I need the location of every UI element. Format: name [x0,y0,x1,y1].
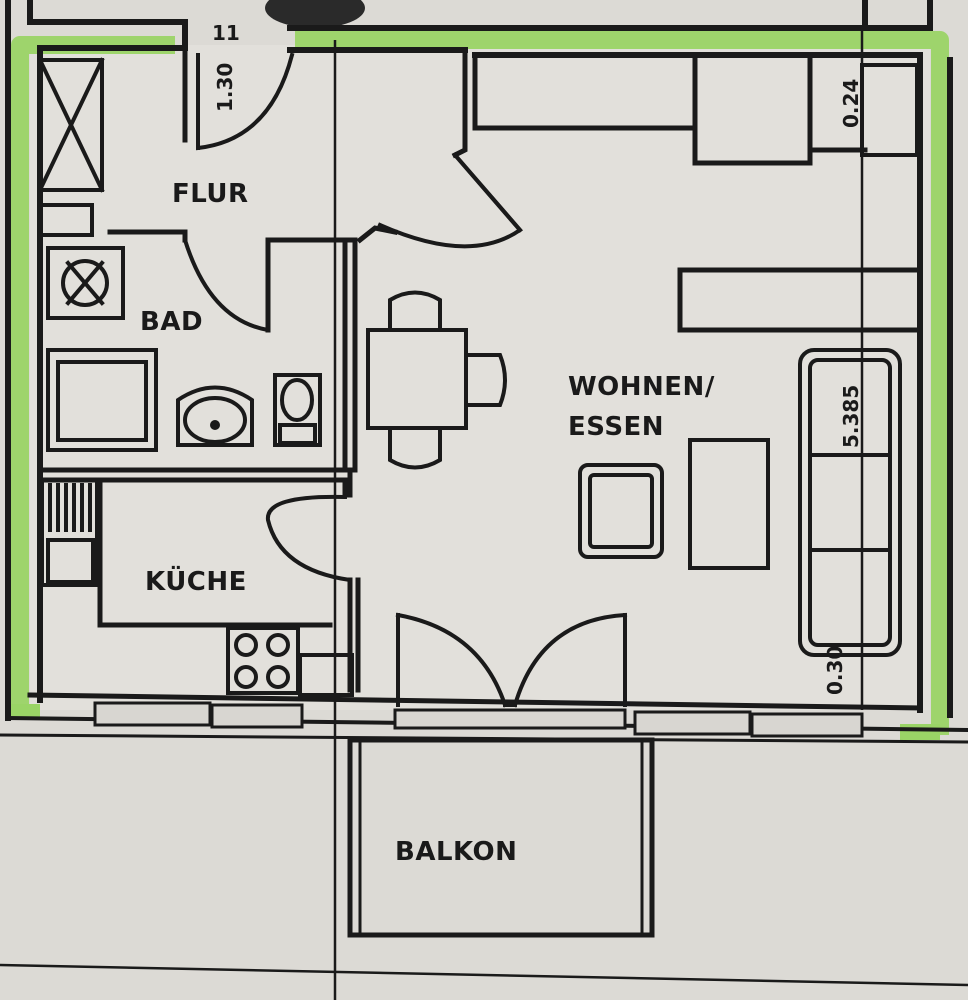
top-right-cabinet [860,63,919,157]
dim-door-width: 1.30 [213,63,237,112]
room-label-kueche: KÜCHE [145,564,247,597]
toilet-symbol [273,373,322,447]
dim-room-length: 5.385 [839,385,863,448]
dining-table-set [366,290,507,470]
shower-tray-symbol [46,348,158,452]
bottom-window-frame [93,701,864,738]
kitchen-sink-symbol [40,478,99,587]
room-label-flur: FLUR [172,179,249,209]
coffee-table [688,438,770,570]
room-label-balkon: BALKON [395,837,517,867]
washing-machine-symbol [46,246,125,320]
room-label-wohnen: WOHNEN/ [568,372,715,402]
lower-wall-line [0,733,968,744]
room-label-bad: BAD [140,307,203,337]
dim-top-label: 11 [212,21,240,45]
closet-symbol [37,57,105,237]
armchair [578,463,664,559]
room-label-essen: ESSEN [568,412,664,442]
entry-door [196,52,295,151]
bath-door [182,237,271,333]
balcony-doors [395,612,628,708]
interior-walls [37,45,923,693]
dim-wall-right: 0.24 [839,79,863,128]
sink-symbol [176,385,254,447]
kitchen-door [265,494,353,583]
apartment-floor [30,45,930,710]
living-door [377,152,523,249]
balcony-highlight-bottom [10,704,940,740]
sofa [798,348,902,657]
dim-wall-bottom: 0.30 [823,646,847,695]
top-smudge [265,0,365,28]
stove-symbol [226,626,354,697]
